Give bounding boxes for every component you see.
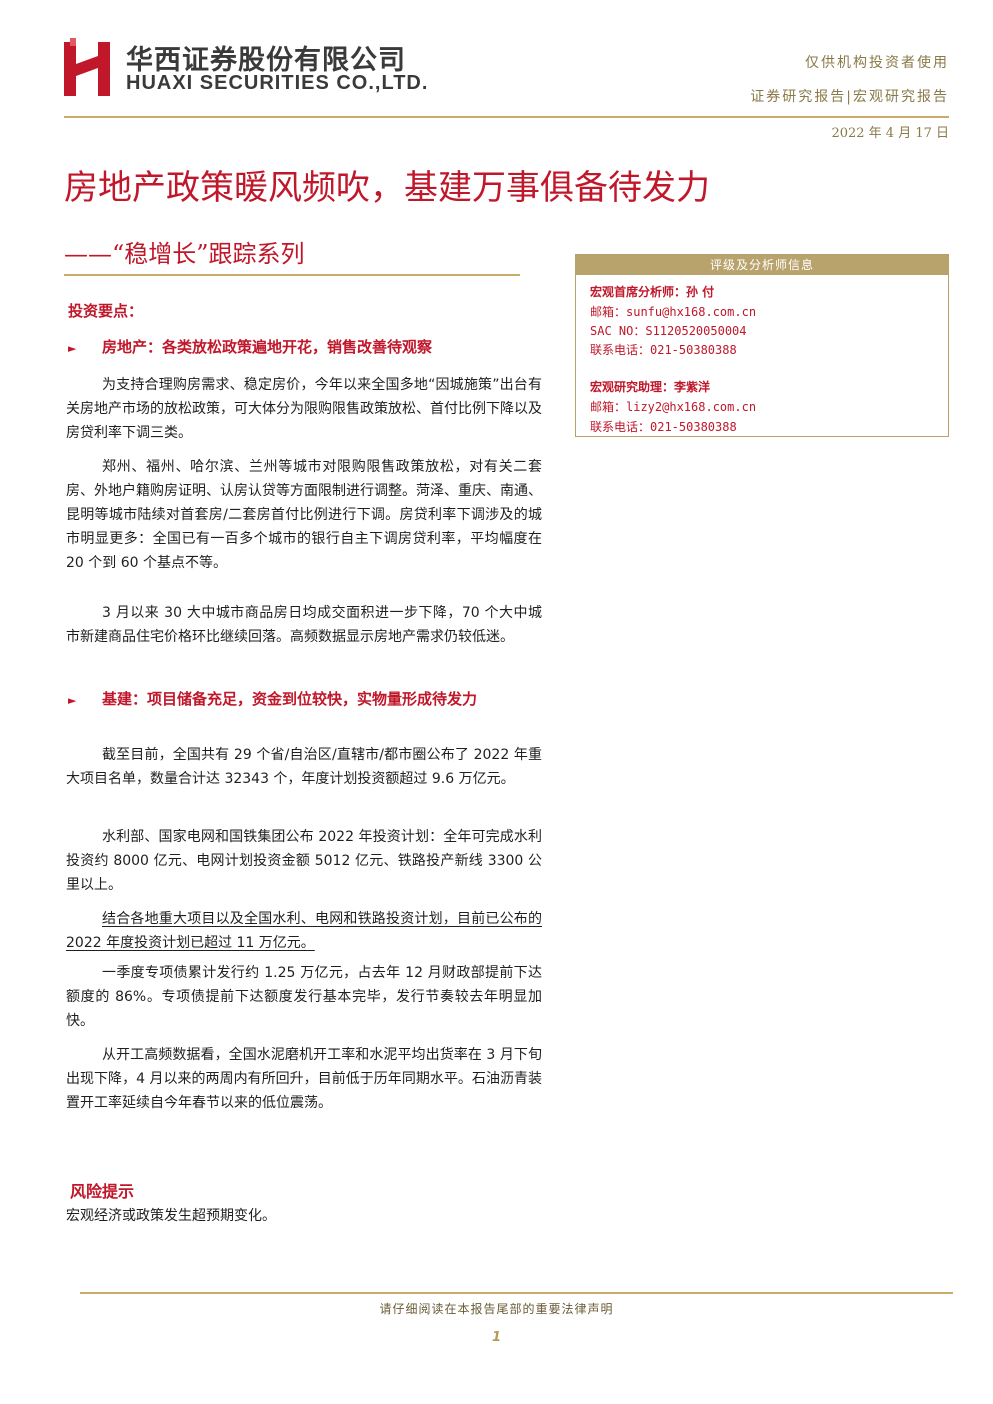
page-number: 1 <box>491 1330 502 1345</box>
bullet-triangle-icon: ► <box>68 342 77 355</box>
company-logo-icon <box>64 38 110 96</box>
analyst-2-email[interactable]: 邮箱：lizy2@hx168.com.cn <box>590 400 757 414</box>
report-series: ——“稳增长”跟踪系列 <box>64 240 305 268</box>
bullet-heading-text: 基建：项目储备充足，资金到位较快，实物量形成待发力 <box>102 690 478 708</box>
bullet-heading-infrastructure: ► 基建：项目储备充足，资金到位较快，实物量形成待发力 <box>68 687 554 713</box>
legal-notice: 请仔细阅读在本报告尾部的重要法律声明 <box>379 1302 614 1316</box>
analyst-info-box <box>575 254 949 437</box>
analyst-box-heading: 评级及分析师信息 <box>576 255 948 275</box>
paragraph-highlighted: 结合各地重大项目以及全国水利、电网和铁路投资计划，目前已公布的 2022 年度投… <box>66 907 542 955</box>
audience-note: 仅供机构投资者使用 <box>805 55 949 71</box>
paragraph: 为支持合理购房需求、稳定房价，今年以来全国多地“因城施策”出台有关房地产市场的放… <box>66 377 542 441</box>
bullet-triangle-icon: ► <box>68 694 77 707</box>
section-label: 投资要点： <box>68 302 144 320</box>
company-name-cn: 华西证券股份有限公司 <box>126 45 406 76</box>
paragraph: 截至目前，全国共有 29 个省/自治区/直辖市/都市圈公布了 2022 年重大项… <box>66 747 542 787</box>
report-type: 证券研究报告|宏观研究报告 <box>750 89 949 105</box>
bullet-heading-real-estate: ► 房地产：各类放松政策遍地开花，销售改善待观察 <box>68 335 554 361</box>
paragraph: 水利部、国家电网和国铁集团公布 2022 年投资计划：全年可完成水利投资约 80… <box>66 829 542 893</box>
paragraph: 一季度专项债累计发行约 1.25 万亿元，占去年 12 月财政部提前下达额度的 … <box>66 965 542 1029</box>
risk-title: 风险提示 <box>70 1182 135 1201</box>
title-divider <box>64 274 520 276</box>
paragraph: 从开工高频数据看，全国水泥磨机开工率和水泥平均出货率在 3 月下旬出现下降，4 … <box>66 1047 542 1111</box>
paragraph: 3 月以来 30 大中城市商品房日均成交面积进一步下降，70 个大中城市新建商品… <box>66 605 542 645</box>
analyst-1-sac: SAC NO：S1120520050004 <box>590 324 747 338</box>
report-date: 2022 年 4 月 17 日 <box>831 126 949 141</box>
analyst-1-phone: 联系电话：021-50380388 <box>590 343 737 357</box>
header-divider <box>64 116 949 118</box>
footer-divider <box>80 1292 953 1294</box>
risk-text: 宏观经济或政策发生超预期变化。 <box>66 1208 276 1224</box>
analyst-1-email[interactable]: 邮箱：sunfu@hx168.com.cn <box>590 305 757 319</box>
bullet-heading-text: 房地产：各类放松政策遍地开花，销售改善待观察 <box>102 338 433 356</box>
report-title: 房地产政策暖风频吹，基建万事俱备待发力 <box>64 168 710 208</box>
analyst-2-name: 宏观研究助理：李紫洋 <box>590 380 711 394</box>
paragraph: 郑州、福州、哈尔滨、兰州等城市对限购限售政策放松，对有关二套房、外地户籍购房证明… <box>66 459 542 571</box>
highlighted-text: 结合各地重大项目以及全国水利、电网和铁路投资计划，目前已公布的 2022 年度投… <box>66 911 542 951</box>
company-name-en: HUAXI SECURITIES CO.,LTD. <box>126 72 429 94</box>
analyst-1-name: 宏观首席分析师：孙 付 <box>590 285 715 299</box>
analyst-2-phone: 联系电话：021-50380388 <box>590 420 737 434</box>
